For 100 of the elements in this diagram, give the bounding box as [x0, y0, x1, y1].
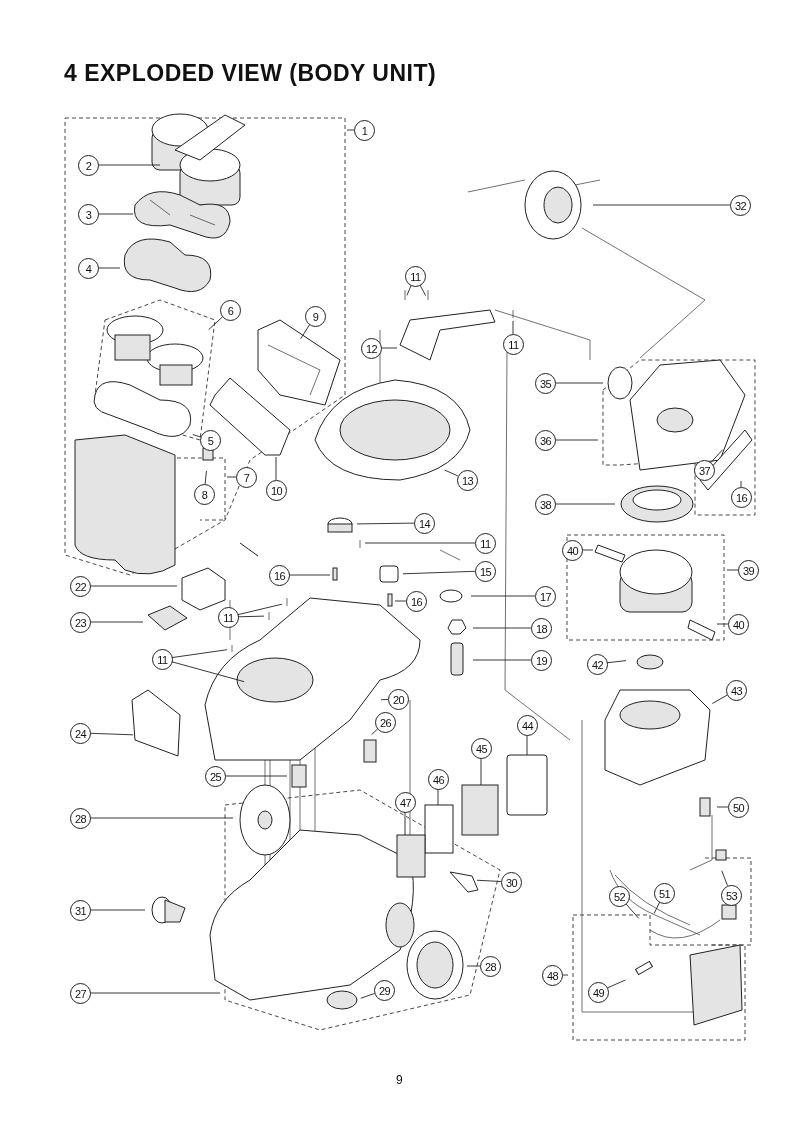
leader-line: [346, 129, 355, 131]
leader-line: [554, 439, 599, 441]
leader-line: [89, 817, 234, 819]
leader-line: [89, 585, 178, 587]
leader-line: [512, 320, 514, 335]
callout-number: 51: [654, 883, 675, 904]
callout-number: 24: [70, 723, 91, 744]
callout-number: 2: [78, 155, 99, 176]
callout-number: 28: [480, 956, 501, 977]
callout-number: 40: [728, 614, 749, 635]
callout-number: 28: [70, 808, 91, 829]
leader-line: [406, 284, 412, 296]
leader-line: [288, 574, 331, 576]
leader-line: [526, 734, 528, 756]
leader-line: [364, 542, 476, 544]
callout-number: 11: [405, 266, 426, 287]
leader-line: [472, 659, 532, 661]
callout-number: 6: [220, 300, 241, 321]
callout-number: 32: [730, 195, 751, 216]
callout-number: 11: [218, 607, 239, 628]
leader-line: [466, 965, 481, 967]
leader-line: [204, 470, 207, 485]
leader-line: [394, 600, 407, 602]
callout-number: 1: [354, 120, 375, 141]
leader-line: [581, 549, 594, 551]
leader-line: [89, 992, 221, 994]
leader-line: [275, 456, 277, 481]
leader-line: [472, 627, 532, 629]
leader-line: [561, 974, 569, 976]
callout-number: 11: [503, 334, 524, 355]
leader-line: [224, 775, 288, 777]
page-title: 4 EXPLODED VIEW (BODY UNIT): [64, 60, 437, 87]
callout-number: 5: [200, 430, 221, 451]
callout-number: 30: [501, 872, 522, 893]
leader-line: [476, 879, 502, 882]
callout-number: 26: [375, 712, 396, 733]
leader-line: [371, 728, 379, 736]
callout-number: 19: [531, 650, 552, 671]
leader-line: [89, 909, 146, 911]
page-number: 9: [396, 1073, 403, 1087]
leader-line: [419, 284, 427, 297]
callout-number: 36: [535, 430, 556, 451]
callout-number: 3: [78, 204, 99, 225]
callout-number: 48: [542, 965, 563, 986]
leader-line: [89, 621, 144, 623]
leader-line: [710, 449, 724, 464]
callout-number: 11: [475, 533, 496, 554]
leader-line: [554, 382, 604, 384]
callout-number: 17: [535, 586, 556, 607]
callout-number: 14: [414, 513, 435, 534]
leader-line: [97, 267, 121, 269]
callout-number: 43: [726, 680, 747, 701]
leader-line: [606, 660, 627, 664]
leader-line: [404, 811, 406, 836]
leader-line: [740, 480, 742, 488]
leader-line: [380, 699, 389, 701]
leader-line: [444, 469, 459, 477]
callout-number: 9: [305, 306, 326, 327]
leader-line: [554, 503, 616, 505]
leader-line: [721, 870, 728, 887]
leader-line: [653, 901, 661, 914]
callout-number: 49: [588, 982, 609, 1003]
callout-number: 47: [395, 792, 416, 813]
callout-number: 8: [194, 484, 215, 505]
leader-line: [625, 903, 640, 919]
leader-line: [237, 615, 265, 618]
callout-number: 42: [587, 654, 608, 675]
callout-number: 10: [266, 480, 287, 501]
leader-line: [97, 213, 134, 215]
leader-line: [716, 806, 729, 808]
callout-number: 39: [738, 560, 759, 581]
callout-number: 29: [374, 980, 395, 1001]
leader-line: [89, 732, 134, 736]
leader-line: [437, 788, 439, 806]
callout-number: 35: [535, 373, 556, 394]
callout-number: 22: [70, 576, 91, 597]
leader-line: [97, 164, 161, 166]
callout-number: 16: [406, 591, 427, 612]
leader-line: [171, 649, 228, 659]
leader-line: [592, 204, 731, 206]
leader-line: [726, 569, 739, 571]
leader-line: [606, 979, 626, 989]
callout-number: 4: [78, 258, 99, 279]
callout-number: 25: [205, 766, 226, 787]
callout-number: 44: [517, 715, 538, 736]
callout-number: 53: [721, 885, 742, 906]
callout-number: 20: [388, 689, 409, 710]
leader-line: [237, 603, 283, 616]
leader-line: [380, 347, 398, 349]
leader-line: [711, 694, 728, 704]
callout-number: 40: [562, 540, 583, 561]
callout-number: 31: [70, 900, 91, 921]
leader-line: [360, 992, 376, 999]
leader-line: [300, 324, 311, 340]
leader-line: [208, 316, 224, 331]
callout-number: 52: [609, 886, 630, 907]
callout-number: 16: [269, 565, 290, 586]
callout-number: 50: [728, 797, 749, 818]
callout-number: 16: [731, 487, 752, 508]
leader-line: [402, 570, 476, 575]
